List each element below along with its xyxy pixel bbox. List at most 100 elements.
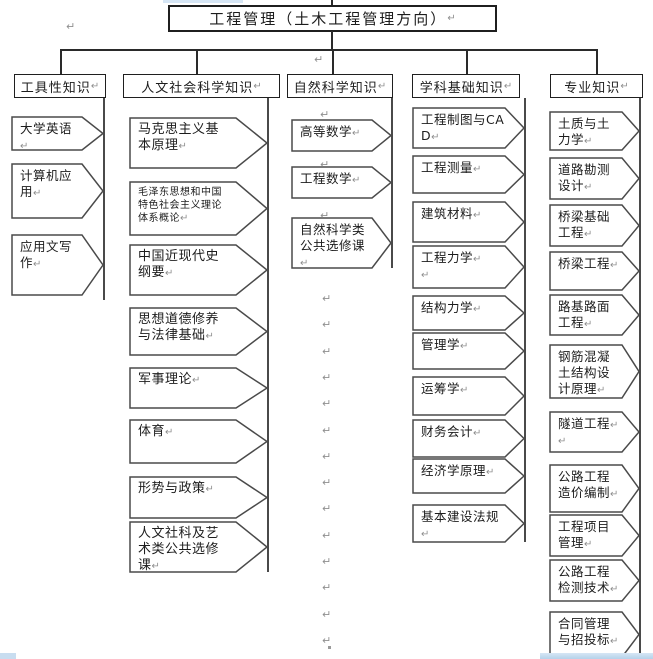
return-mark: ↵ (473, 304, 482, 315)
category-box-5[interactable]: 专业知识↵ (550, 74, 643, 98)
category-drop-line-3 (332, 49, 334, 74)
course-shape-5-3[interactable] (549, 204, 641, 247)
return-mark: ↵ (610, 260, 619, 271)
course-shape-2-8[interactable] (129, 521, 269, 573)
return-mark: ↵ (460, 341, 469, 352)
course-name: 道路勘测设计 (558, 162, 611, 193)
course-label-2-5: 军事理论↵ (138, 372, 232, 389)
course-name: 工程力学 (421, 250, 474, 265)
course-shape-5-11[interactable] (549, 611, 641, 658)
course-label-5-7: 隧道工程↵↵ (558, 416, 622, 450)
category-label: 专业知识 (564, 80, 621, 96)
course-shape-3-2[interactable] (291, 166, 393, 199)
course-shape-2-2[interactable] (129, 181, 269, 236)
artifact-blue-bottom-right (540, 653, 653, 659)
return-mark: ↵ (90, 80, 100, 92)
course-label-5-9: 工程项目管理↵ (558, 519, 622, 553)
horizontal-connector-line (60, 49, 598, 51)
category-box-1[interactable]: 工具性知识↵ (14, 74, 106, 98)
course-shape-4-4[interactable] (412, 245, 526, 289)
course-name: 钢筋混凝土结构设计原理 (558, 349, 611, 396)
category-label: 学科基础知识 (419, 80, 504, 96)
course-shape-2-4[interactable] (129, 307, 269, 356)
course-shape-5-7[interactable] (549, 411, 641, 453)
course-label-2-2: 毛泽东思想和中国特色社会主义理论体系概论↵ (138, 186, 232, 225)
course-label-5-11: 合同管理与招投标↵ (558, 616, 622, 650)
flowchart-title-box[interactable]: 工程管理（土木工程管理方向）↵ (168, 5, 497, 32)
course-shape-1-1[interactable] (11, 116, 105, 151)
course-label-1-1: 大学英语↵ (20, 121, 80, 155)
course-shape-5-1[interactable] (549, 111, 641, 151)
category-box-2[interactable]: 人文社会科学知识↵ (123, 74, 280, 98)
paragraph-mark: ↵ (322, 608, 332, 621)
course-shape-5-5[interactable] (549, 294, 641, 336)
course-shape-5-4[interactable] (549, 251, 641, 291)
course-shape-4-7[interactable] (412, 376, 526, 416)
paragraph-mark: ↵ (322, 555, 332, 568)
return-mark: ↵ (610, 420, 619, 431)
course-shape-2-6[interactable] (129, 419, 269, 464)
paragraph-mark: ↵ (322, 502, 332, 515)
category-box-4[interactable]: 学科基础知识↵ (412, 74, 520, 98)
return-mark: ↵ (584, 229, 593, 240)
category-box-3[interactable]: 自然科学知识↵ (287, 74, 393, 98)
return-mark: ↵ (597, 385, 606, 396)
return-mark: ↵ (205, 484, 214, 495)
course-name: 工程测量 (421, 160, 474, 175)
course-shape-1-3[interactable] (11, 234, 105, 296)
category-drop-line-4 (466, 49, 468, 74)
course-shape-4-10[interactable] (412, 504, 526, 543)
course-shape-4-8[interactable] (412, 419, 526, 458)
course-shape-3-1[interactable] (291, 119, 393, 152)
course-shape-4-6[interactable] (412, 332, 526, 370)
course-shape-2-7[interactable] (129, 476, 269, 519)
return-mark: ↵ (431, 132, 440, 143)
course-shape-5-6[interactable] (549, 344, 641, 399)
course-shape-4-2[interactable] (412, 155, 526, 194)
course-name: 工程项目管理 (558, 519, 611, 550)
course-label-4-8: 财务会计↵ (421, 424, 505, 442)
return-mark: ↵ (377, 80, 387, 92)
course-shape-5-10[interactable] (549, 559, 641, 602)
return-mark: ↵ (473, 164, 482, 175)
return-mark: ↵ (165, 427, 174, 438)
return-mark: ↵ (503, 80, 513, 92)
flowchart-title: 工程管理（土木工程管理方向） (209, 10, 448, 28)
course-shape-4-1[interactable] (412, 107, 526, 149)
course-shape-2-1[interactable] (129, 117, 269, 169)
course-name: 基本建设法规 (421, 509, 500, 524)
course-name: 毛泽东思想和中国特色社会主义理论体系概论 (138, 187, 222, 224)
paragraph-mark: ↵ (322, 450, 332, 463)
course-shape-1-2[interactable] (11, 163, 105, 219)
course-shape-3-3[interactable] (291, 217, 393, 269)
course-name: 形势与政策 (138, 481, 206, 496)
course-shape-2-5[interactable] (129, 367, 269, 409)
course-shape-4-9[interactable] (412, 458, 526, 494)
course-name: 人文社科及艺术类公共选修课 (138, 526, 220, 573)
course-shape-5-2[interactable] (549, 157, 641, 200)
course-label-3-2: 工程数学↵ (300, 171, 372, 189)
course-shape-5-8[interactable] (549, 464, 641, 513)
paragraph-mark: ↵ (322, 345, 332, 358)
course-name: 隧道工程 (558, 416, 611, 431)
course-shape-5-9[interactable] (549, 514, 641, 557)
paragraph-mark: ↵ (322, 371, 332, 384)
course-shape-2-3[interactable] (129, 244, 269, 296)
course-name: 财务会计 (421, 424, 474, 439)
paragraph-mark: ↵ (322, 476, 332, 489)
return-mark: ↵ (584, 539, 593, 550)
course-shape-4-5[interactable] (412, 295, 526, 331)
course-name: 桥梁基础工程 (558, 209, 611, 240)
course-shape-4-3[interactable] (412, 201, 526, 243)
column-side-line-4 (524, 98, 526, 542)
course-name: 合同管理与招投标 (558, 616, 611, 647)
course-label-5-3: 桥梁基础工程↵ (558, 209, 622, 243)
return-mark: ↵ (473, 210, 482, 221)
column-side-line-5 (639, 98, 641, 657)
course-name: 公路工程检测技术 (558, 564, 611, 595)
return-mark: ↵ (20, 141, 29, 152)
return-mark: ↵ (486, 467, 495, 478)
course-label-2-6: 体育↵ (138, 424, 232, 441)
small-dot-mark (328, 646, 331, 649)
